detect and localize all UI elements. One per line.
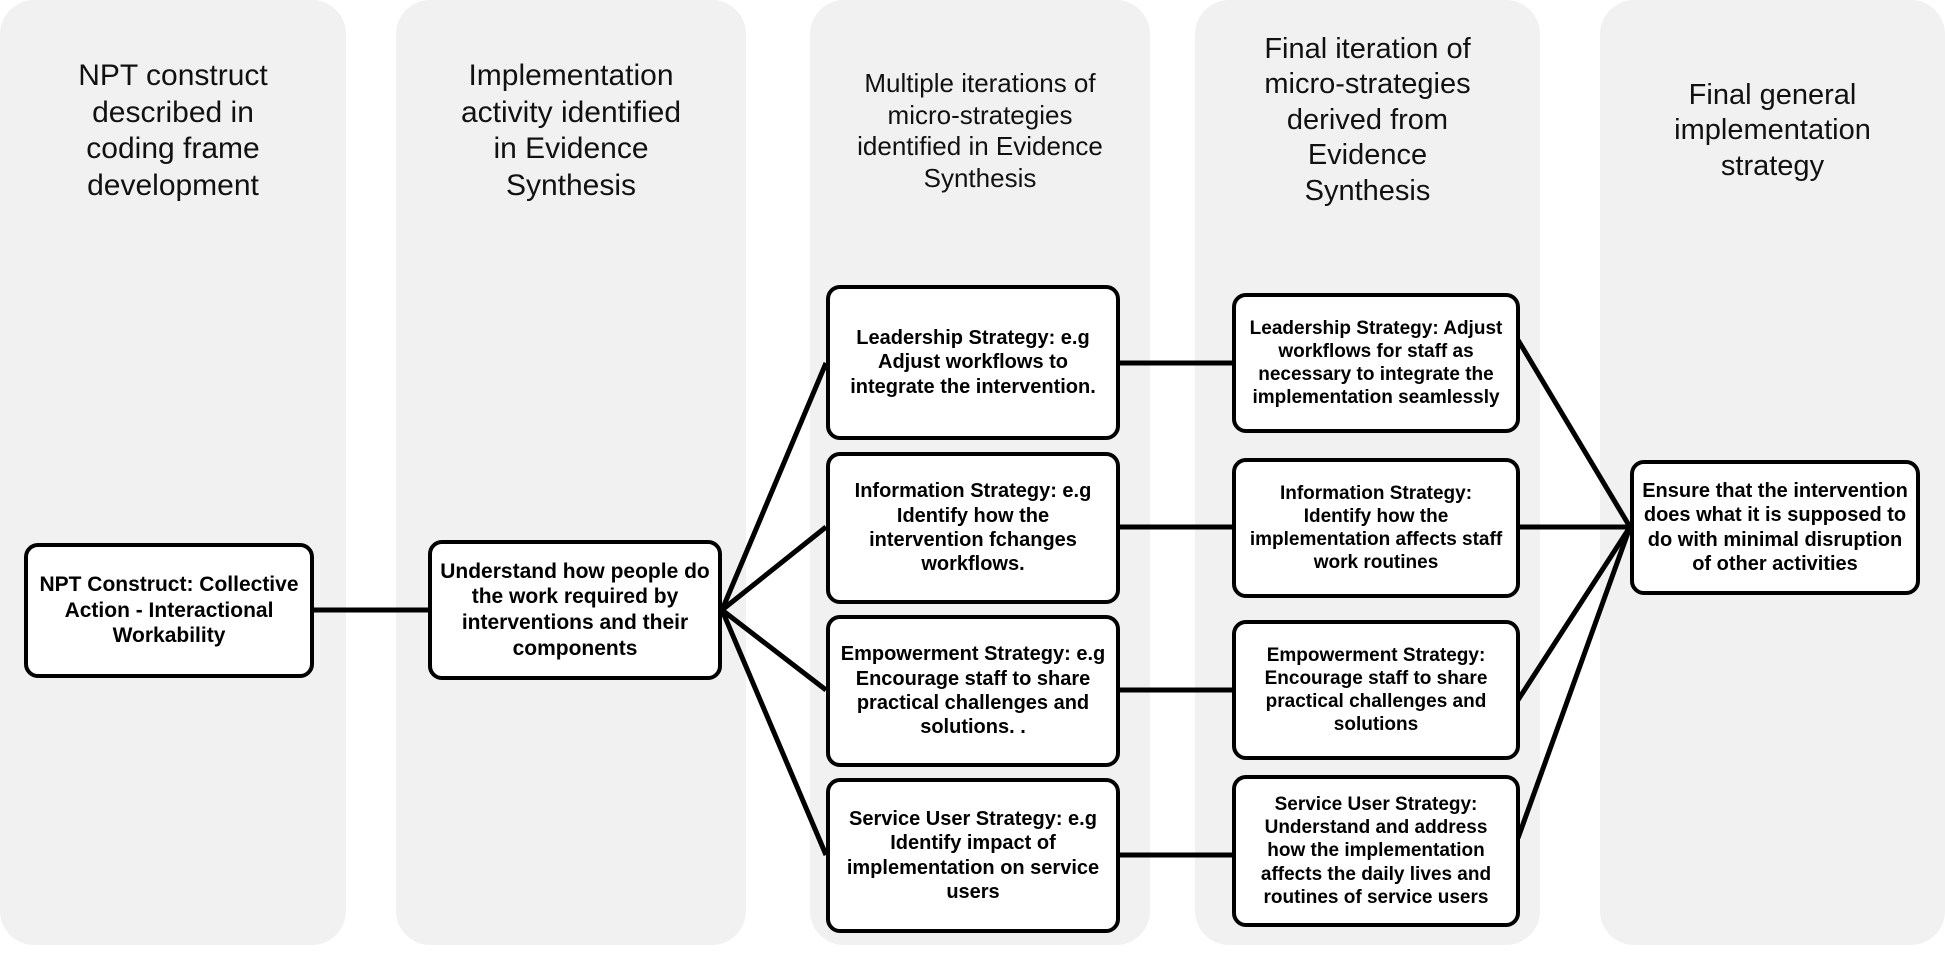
node-micro-strategy-service-user[interactable]: Service User Strategy: e.g Identify impa… (826, 778, 1120, 933)
node-final-implementation-strategy[interactable]: Ensure that the intervention does what i… (1630, 460, 1920, 595)
node-final-iteration-information[interactable]: Information Strategy: Identify how the i… (1232, 458, 1520, 598)
column-band-2 (396, 0, 746, 945)
node-micro-strategy-leadership[interactable]: Leadership Strategy: e.g Adjust workflow… (826, 285, 1120, 440)
node-micro-strategy-information[interactable]: Information Strategy: e.g Identify how t… (826, 452, 1120, 604)
column-title-3: Multiple iterations of micro-strategies … (857, 68, 1103, 194)
column-title-1: NPT construct described in coding frame … (78, 59, 268, 202)
node-implementation-activity[interactable]: Understand how people do the work requir… (428, 540, 722, 680)
node-final-iteration-service-user[interactable]: Service User Strategy: Understand and ad… (1232, 775, 1520, 927)
column-title-5: Final general implementation strategy (1674, 79, 1871, 182)
column-title-2: Implementation activity identified in Ev… (460, 59, 682, 202)
column-band-1 (0, 0, 346, 945)
node-final-iteration-leadership[interactable]: Leadership Strategy: Adjust workflows fo… (1232, 293, 1520, 433)
node-npt-construct[interactable]: NPT Construct: Collective Action - Inter… (24, 543, 314, 678)
node-micro-strategy-empowerment[interactable]: Empowerment Strategy: e.g Encourage staf… (826, 615, 1120, 767)
node-final-iteration-empowerment[interactable]: Empowerment Strategy: Encourage staff to… (1232, 620, 1520, 760)
column-title-4: Final iteration of micro-strategies deri… (1264, 33, 1471, 207)
